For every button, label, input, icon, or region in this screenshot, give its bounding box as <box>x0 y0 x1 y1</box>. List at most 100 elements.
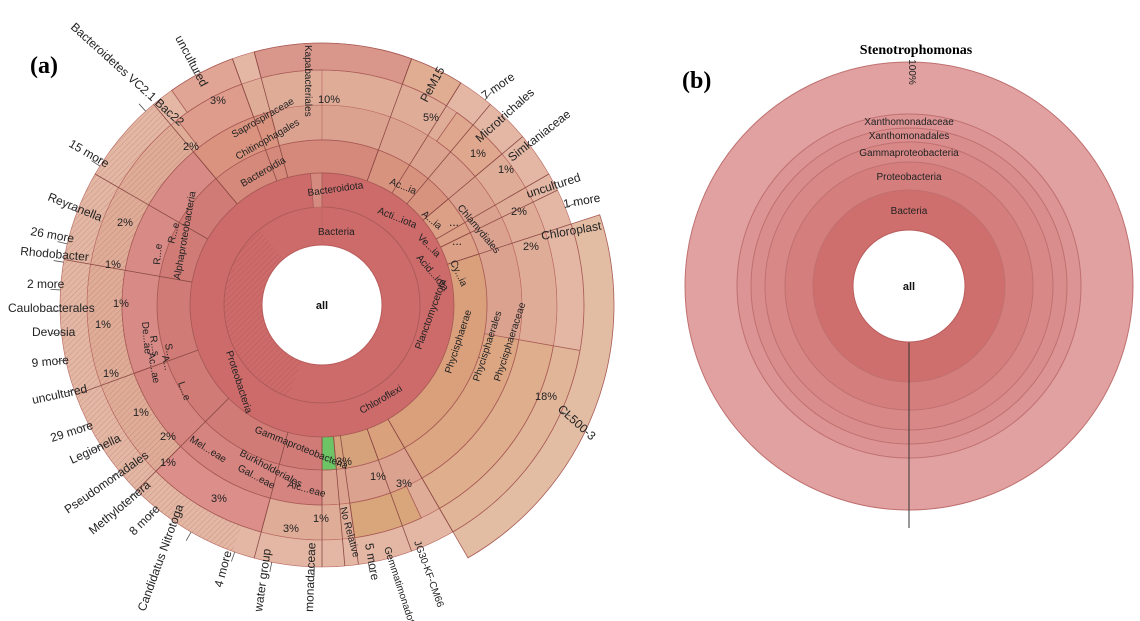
panel-a-leader-22 <box>129 490 138 499</box>
panel-a-inner-label-35: Kapabacteriales <box>302 45 313 117</box>
panel-a-percent-label-22: 2% <box>117 217 133 229</box>
panel-a-inner-label-0: Bacteria <box>318 227 355 238</box>
panel-a-leader-23 <box>149 507 157 517</box>
panel-b-letter: (b) <box>682 68 711 94</box>
panel-a-leader-14 <box>50 288 61 291</box>
panel-b-ring-label-5: Bacteria <box>891 206 928 217</box>
panel-a-separator-19 <box>253 51 289 178</box>
panel-a-leader-9 <box>561 411 571 417</box>
panel-a-leader-10 <box>91 160 101 167</box>
panel-a-external-label-29: ... <box>449 215 459 229</box>
panel-a-leader-13 <box>53 260 64 263</box>
panel-a-letter: (a) <box>30 53 58 79</box>
panel-b-center-label: all <box>903 281 915 293</box>
panel-a-external-label-15: Caulobacterales <box>8 301 95 315</box>
panel-a-inner-label-32: A... <box>159 354 173 371</box>
panel-a-percent-label-20: 1% <box>113 298 129 310</box>
panel-a-separator-4 <box>436 173 550 240</box>
panel-a-separator-5 <box>440 189 558 248</box>
panel-a-separator-16 <box>94 173 208 240</box>
panel-a-separator-6 <box>447 223 572 265</box>
panel-b-ring-label-0: 100% <box>906 59 917 85</box>
panel-a-percent-label-0: 10% <box>318 94 340 106</box>
panel-a-percent-label-2: 3% <box>210 95 226 107</box>
panel-a-percent-label-6: 2% <box>511 206 527 218</box>
panel-a-separator-3 <box>422 136 523 221</box>
panel-a-percent-label-5: 1% <box>498 164 514 176</box>
panel-a-percent-label-8: 18% <box>535 391 557 403</box>
panel-a-leader-0 <box>138 103 146 112</box>
panel-a-external-label-14: 2 more <box>27 277 65 291</box>
panel-a-separator-12 <box>253 432 289 559</box>
panel-a-center-label: all <box>316 300 328 312</box>
panel-a-percent-label-17: 1% <box>133 407 149 419</box>
panel-a-external-label-23: 8 more <box>126 502 163 539</box>
panel-a-inner-label-29: De...ae <box>139 321 153 355</box>
panel-a-percent-label-1: 5% <box>423 112 439 124</box>
panel-a-external-label-3: 7 more <box>479 69 518 102</box>
panel-a-percent-label-12: 1% <box>313 513 329 525</box>
panel-a-separator-2 <box>406 104 491 205</box>
panel-a-separator-0 <box>366 58 412 182</box>
panel-a-percent-label-15: 1% <box>160 457 176 469</box>
panel-a-separator-18 <box>232 58 278 182</box>
panel-a-external-label-13: Rhodobacter <box>20 244 90 264</box>
panel-a-external-label-10: 15 more <box>67 136 112 170</box>
panel-a-leader-26 <box>269 562 273 573</box>
panel-a-inner-label-30: Ac...ae <box>145 352 161 385</box>
panel-a-segment-cl500-3[interactable] <box>452 214 615 559</box>
panel-a-inner-label-33: S... <box>162 343 175 360</box>
panel-a-separator-8 <box>366 428 412 552</box>
panel-a-separator-9 <box>339 435 359 565</box>
panel-a-inner-label-27: R...e <box>152 243 165 265</box>
panel-b-ring-label-2: Xanthomonadales <box>869 131 950 142</box>
panel-a-center-hole[interactable] <box>261 244 383 366</box>
panel-a-leader-16 <box>51 332 62 335</box>
panel-a-leader-12 <box>57 241 68 245</box>
panel-a-ring-1-hatch <box>223 229 302 398</box>
panel-a-segments <box>59 42 615 568</box>
panel-a-percent-label-10: 1% <box>370 471 386 483</box>
panel-a-leader-18 <box>64 389 75 394</box>
panel-b-ring-label-4: Proteobacteria <box>876 172 941 183</box>
panel-a-external-label-28: 5 more <box>362 542 382 582</box>
panel-a-external-label-27: monadaceae <box>302 542 318 612</box>
panel-a-percent-label-3: 2% <box>183 141 199 153</box>
panel-a-inner-label-22: Gemmatimonadota <box>381 546 418 621</box>
panel-a-leader-3 <box>484 91 492 101</box>
panel-a-separator-1 <box>391 82 462 194</box>
panel-a-percent-label-14: 3% <box>211 493 227 505</box>
panel-a-external-label-12: 26 more <box>29 224 75 245</box>
panel-a-percent-label-16: 2% <box>160 431 176 443</box>
panel-b-sunburst: 100%XanthomonadaceaeXanthomonadalesGamma… <box>684 59 1134 528</box>
panel-a-leader-7 <box>565 203 575 208</box>
panel-a-separator-14 <box>75 349 199 395</box>
panel-a-percent-label-11: 3% <box>336 456 352 468</box>
panel-a-leader-24 <box>185 531 192 541</box>
panel-a-leader-21 <box>111 471 120 479</box>
panel-a-leader-17 <box>55 359 66 363</box>
panel-a-inner-label-28: R...e <box>166 221 182 245</box>
panel-a-inner-label-31: R...s <box>147 335 161 357</box>
panel-a-inner-label-23: JG30-KF-CM66 <box>411 539 445 609</box>
panel-a-separator-15 <box>63 259 193 283</box>
panel-a-external-label-19: 29 more <box>49 418 96 445</box>
panel-b-title: Stenotrophomonas <box>860 43 973 58</box>
panel-b-center-hole[interactable] <box>852 229 966 343</box>
panel-a-percent-label-9: 3% <box>396 478 412 490</box>
panel-a-leader-20 <box>92 445 102 452</box>
panel-a-external-label-16: Devosia <box>32 325 76 339</box>
panel-a-external-label-7: 1 more <box>562 191 602 211</box>
panel-a-external-label-30: ... <box>452 234 462 248</box>
panel-a-separator-17 <box>153 104 238 205</box>
panel-a-leader-11 <box>67 207 78 212</box>
panel-a-external-label-25: 4 more <box>211 549 234 589</box>
panel-a-percent-label-18: 1% <box>103 368 119 380</box>
panel-a-percent-label-7: 2% <box>523 241 539 253</box>
panel-a-percent-label-4: 1% <box>470 148 486 160</box>
panel-a-percent-label-21: 1% <box>105 259 121 271</box>
panel-a-leader-28 <box>367 562 371 573</box>
panel-a-percent-label-19: 1% <box>95 319 111 331</box>
panel-b-ring-label-3: Gammaproteobacteria <box>859 148 959 159</box>
